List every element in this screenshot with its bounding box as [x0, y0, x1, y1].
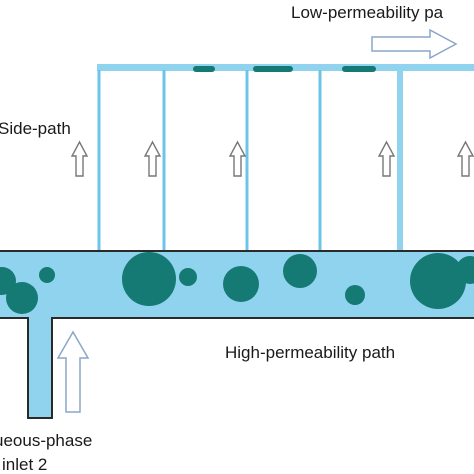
- side-path-wall-5: [397, 70, 403, 252]
- side-up-arrow: [143, 140, 162, 177]
- low-path-droplet-3: [342, 66, 376, 72]
- droplet: [456, 256, 474, 284]
- low-path-droplet-2: [253, 66, 293, 72]
- side-up-arrow: [70, 140, 89, 177]
- side-path-label: Side-path: [0, 119, 71, 138]
- droplet: [6, 282, 38, 314]
- low-permeability-path-label: Low-permeability pa: [291, 3, 444, 22]
- droplet: [122, 252, 176, 306]
- droplet: [283, 254, 317, 288]
- inlet-channel: [29, 318, 51, 417]
- side-up-arrow: [377, 140, 396, 177]
- flow-right-arrow: [371, 28, 458, 60]
- droplet: [39, 267, 55, 283]
- aqueous-phase-label: ueous-phase: [0, 431, 93, 450]
- droplet: [410, 253, 466, 309]
- side-up-arrows: [70, 140, 474, 177]
- inlet-up-arrow: [56, 330, 90, 413]
- side-up-arrow: [456, 140, 474, 177]
- side-up-arrow: [228, 140, 247, 177]
- droplet: [345, 285, 365, 305]
- droplet: [179, 268, 197, 286]
- inlet-channel-outline: [0, 317, 474, 419]
- low-path-droplet-1: [193, 66, 215, 72]
- high-permeability-path-label: High-permeability path: [225, 343, 396, 362]
- inlet-2-label: inlet 2: [2, 455, 48, 474]
- droplet: [223, 266, 259, 302]
